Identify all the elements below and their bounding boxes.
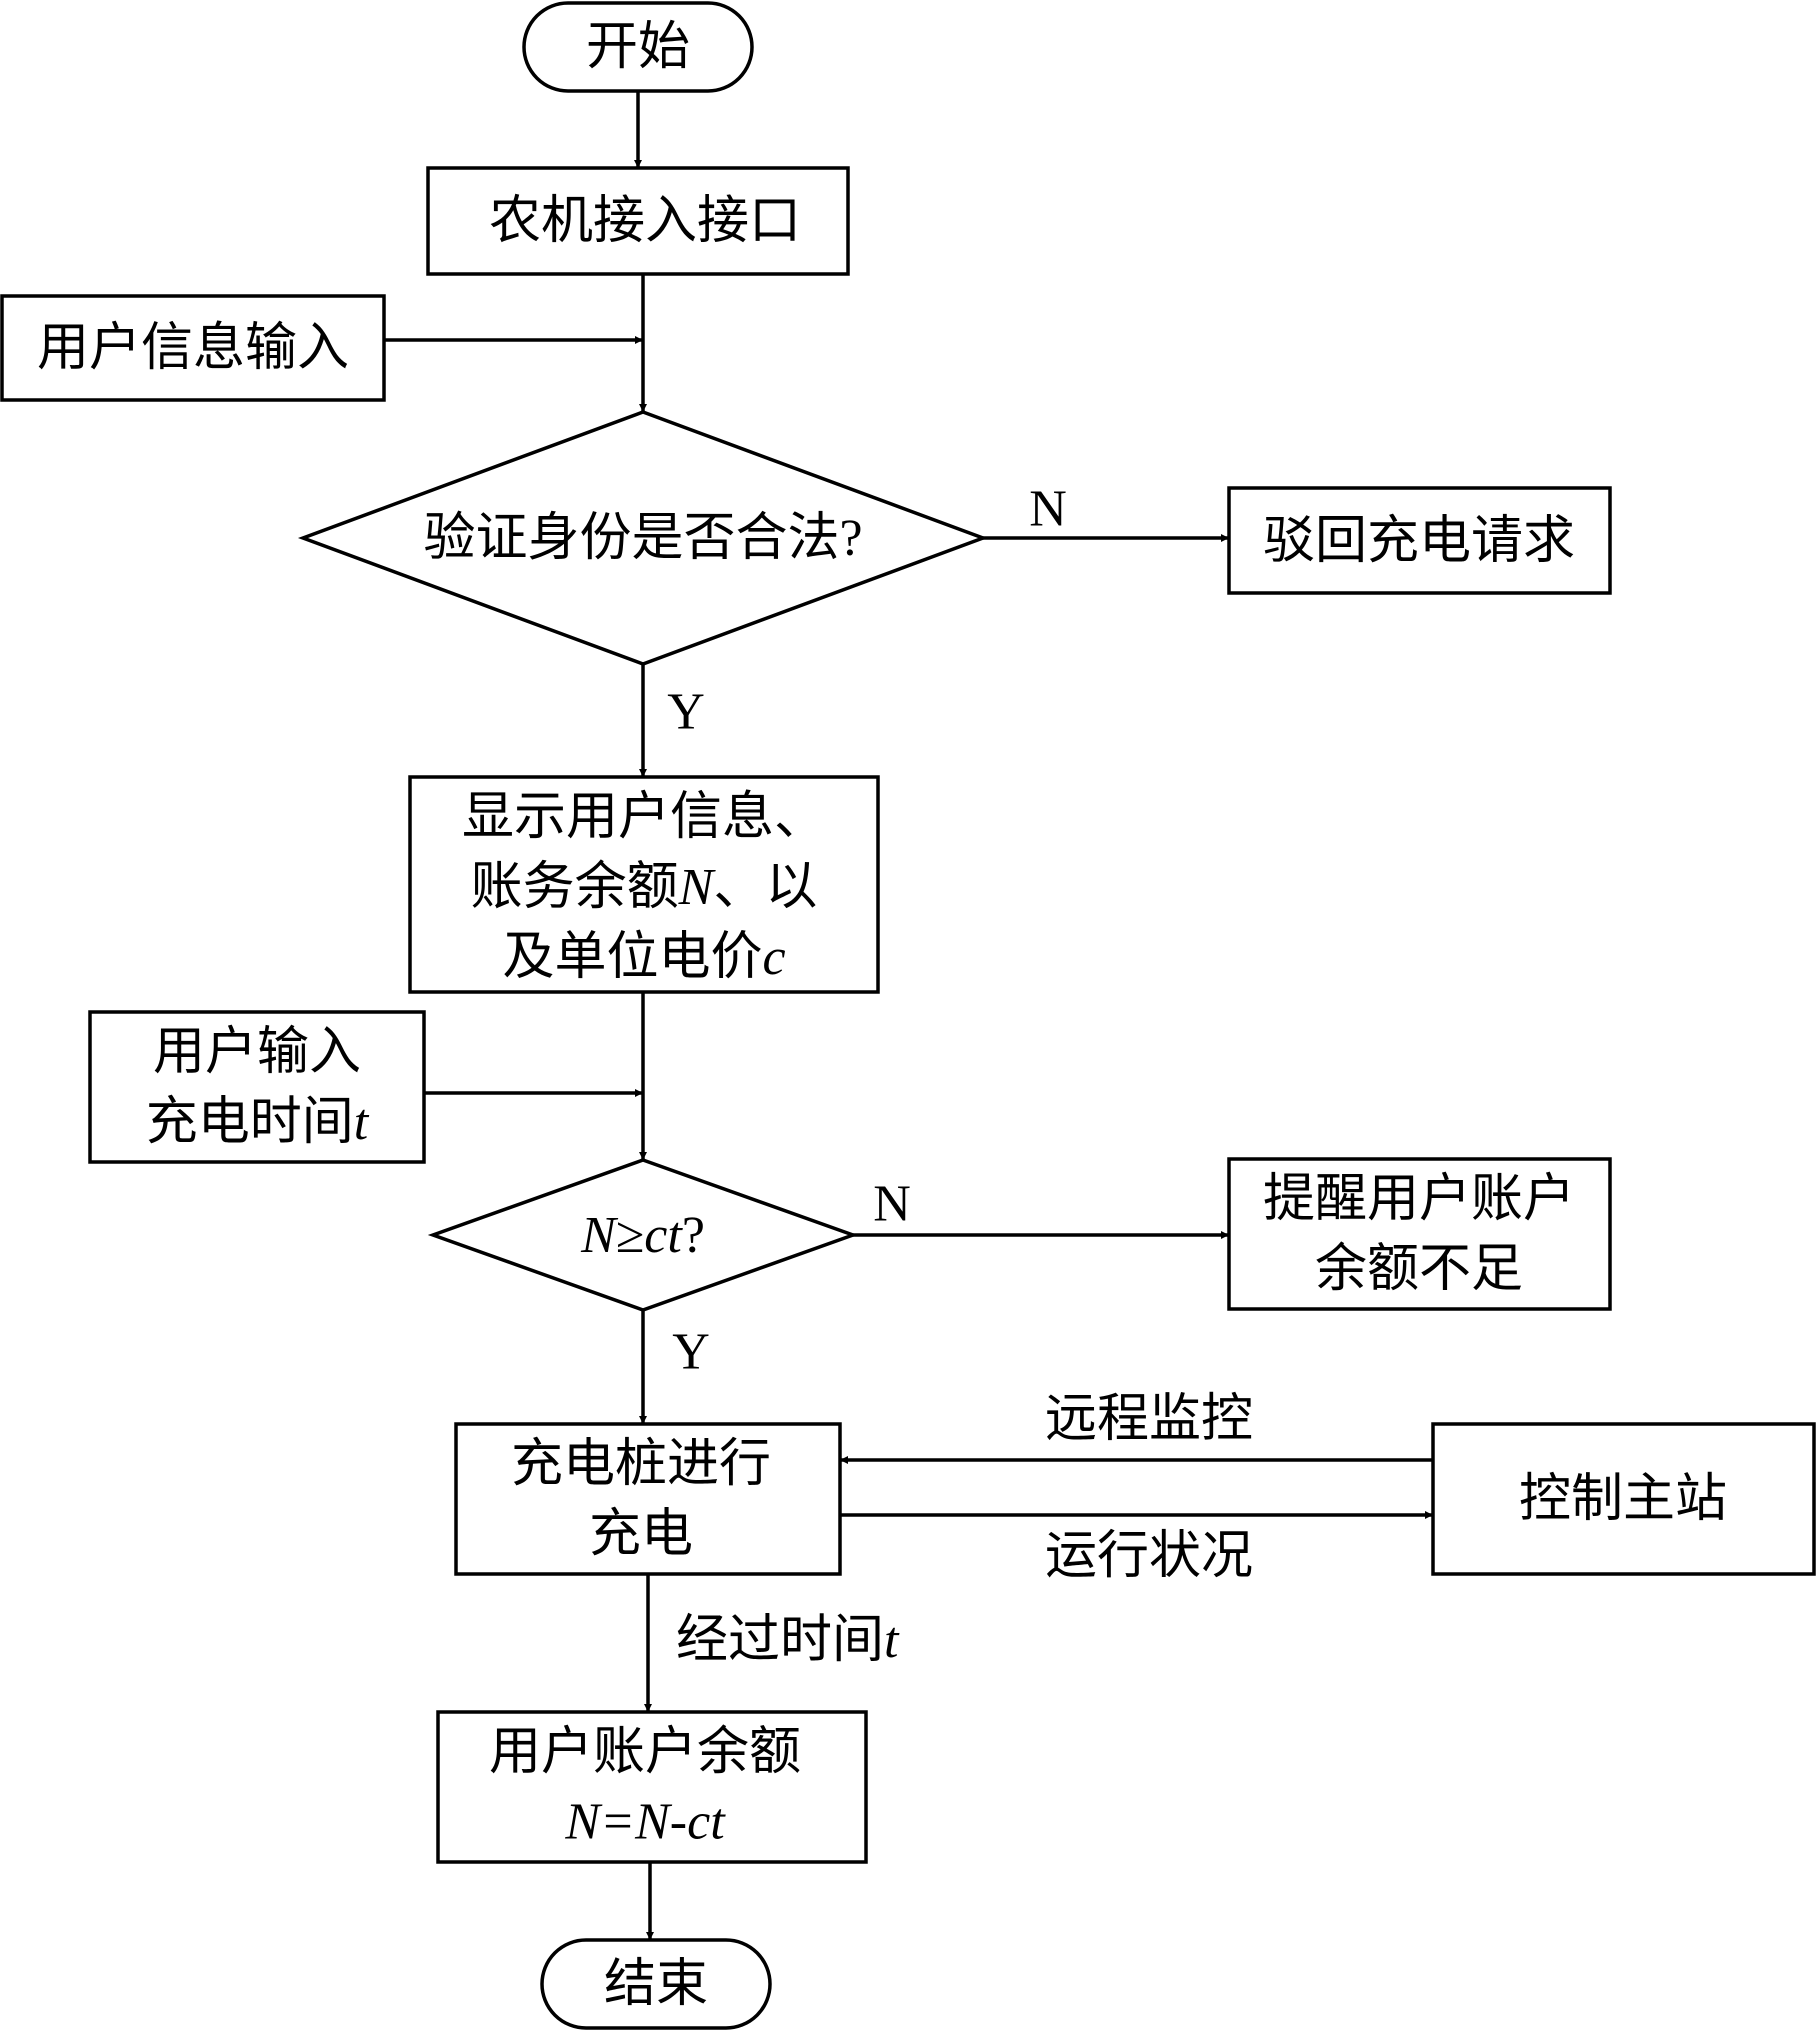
display-info-line2-prefix: 账务余额 [471,857,679,917]
display-info-node: 显示用户信息、 账务余额N、以 及单位电价c [408,775,880,994]
connect-interface-label: 农机接入接口 [489,191,801,251]
input-charge-time-line2-prefix: 充电时间 [146,1092,354,1152]
charging-pile-node: 充电桩进行 充电 [454,1422,842,1576]
start-node: 开始 [522,1,754,93]
charging-pile-line2: 充电 [589,1504,693,1564]
input-charge-time-line2: 充电时间t [146,1092,370,1152]
display-info-balance-var: N [678,859,717,916]
balance-check-label: N≥ct? [580,1207,705,1264]
user-info-input-label: 用户信息输入 [37,318,349,378]
verify-identity-question: ? [839,510,862,567]
balance-check-question: ? [682,1207,705,1264]
elapsed-time-prefix: 经过时间 [676,1610,884,1670]
verify-no-label: N [1029,481,1067,538]
input-charge-time-var: t [354,1094,370,1151]
verify-identity-label: 验证身份是否合法? [423,508,862,568]
connect-interface-node: 农机接入接口 [426,166,850,276]
update-balance-formula: N=N-ct [564,1794,726,1851]
balance-check-n: N [580,1207,619,1264]
verify-identity-decision: 验证身份是否合法? [297,410,989,666]
reject-request-label: 驳回充电请求 [1263,511,1575,571]
insufficient-balance-line2: 余额不足 [1315,1239,1523,1299]
verify-yes-label: Y [667,684,705,741]
start-label: 开始 [586,17,690,77]
display-info-line3: 及单位电价c [502,927,785,987]
user-info-input-node: 用户信息输入 [0,294,386,402]
display-info-line1: 显示用户信息、 [462,787,826,847]
display-info-line2-suffix: 、以 [713,857,817,917]
update-balance-node: 用户账户余额 N=N-ct [436,1710,868,1864]
balance-yes-label: Y [672,1324,710,1381]
control-station-node: 控制主站 [1431,1422,1816,1576]
insufficient-balance-node: 提醒用户账户 余额不足 [1227,1157,1612,1311]
input-charge-time-line1: 用户输入 [153,1022,361,1082]
balance-check-ct: ct [644,1207,683,1264]
balance-check-ge: ≥ [616,1207,645,1264]
elapsed-time-var: t [884,1612,900,1669]
display-info-line3-prefix: 及单位电价 [502,927,762,987]
end-node: 结束 [540,1938,772,2030]
remote-monitor-label: 远程监控 [1045,1389,1253,1449]
control-station-label: 控制主站 [1519,1469,1727,1529]
elapsed-time-label: 经过时间t [676,1610,900,1670]
end-label: 结束 [604,1954,708,2014]
reject-request-node: 驳回充电请求 [1227,486,1612,595]
balance-check-decision: N≥ct? [427,1158,859,1312]
balance-no-label: N [873,1176,911,1233]
display-info-line2: 账务余额N、以 [471,857,818,917]
display-info-price-var: c [762,929,785,986]
insufficient-balance-line1: 提醒用户账户 [1263,1169,1575,1229]
run-status-label: 运行状况 [1045,1526,1253,1586]
verify-identity-text: 验证身份是否合法 [423,508,839,568]
update-balance-line1: 用户账户余额 [489,1722,801,1782]
input-charge-time-node: 用户输入 充电时间t [88,1010,426,1164]
charging-pile-line1: 充电桩进行 [511,1434,771,1494]
